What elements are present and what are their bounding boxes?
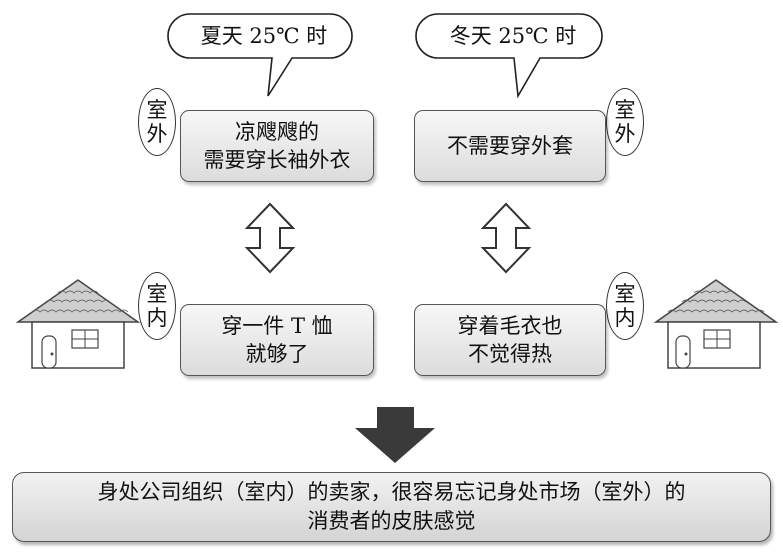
down-arrow bbox=[355, 407, 435, 463]
summer-label: 夏天 25℃ 时 bbox=[200, 24, 328, 48]
box-winter-outdoor: 不需要穿外套 bbox=[414, 110, 606, 182]
tag-outdoor-left: 室外 bbox=[138, 88, 176, 156]
tag-indoor-right: 室内 bbox=[606, 272, 644, 340]
left-double-arrow bbox=[244, 202, 296, 274]
box-summer-outdoor: 凉飕飕的 需要穿长袖外衣 bbox=[180, 110, 374, 182]
right-double-arrow bbox=[480, 202, 532, 274]
tag-indoor-left: 室内 bbox=[138, 272, 176, 340]
winter-speech-bubble bbox=[415, 13, 603, 99]
conclusion-box: 身处公司组织（室内）的卖家，很容易忘记身处市场（室外）的 消费者的皮肤感觉 bbox=[12, 472, 771, 542]
box-summer-indoor: 穿一件 T 恤 就够了 bbox=[180, 304, 374, 376]
winter-label: 冬天 25℃ 时 bbox=[449, 24, 577, 48]
right-house-icon bbox=[653, 279, 779, 369]
tag-outdoor-right: 室外 bbox=[606, 88, 644, 156]
box-winter-indoor: 穿着毛衣也 不觉得热 bbox=[414, 304, 606, 376]
summer-speech-bubble bbox=[167, 13, 353, 97]
left-house-icon bbox=[15, 279, 141, 369]
